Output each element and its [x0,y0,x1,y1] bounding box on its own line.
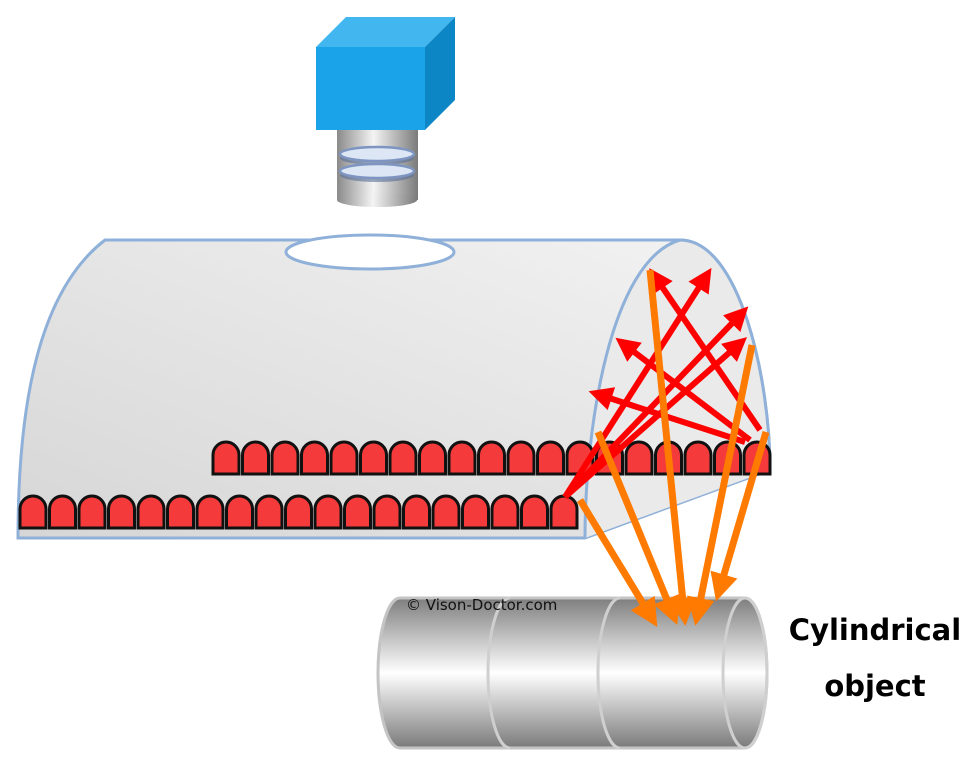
led [343,494,372,530]
led [329,440,359,476]
led [166,494,195,530]
led [418,440,447,476]
led-array [18,440,772,530]
led [225,494,254,530]
led [195,494,225,530]
led [107,494,136,530]
led [624,440,654,476]
ray-reflected [646,269,697,626]
led [48,494,77,530]
led [18,494,48,530]
led [300,440,329,476]
led [490,494,520,530]
dome-aperture [284,233,456,271]
led [506,440,536,476]
led [431,494,461,530]
ray-emitted [563,337,748,500]
led [683,440,713,476]
ray-emitted [615,337,752,443]
led [549,494,579,530]
ray-reflected [577,498,658,627]
led [372,494,402,530]
ray-reflected [687,344,756,626]
led [359,440,388,476]
led [536,440,565,476]
led [313,494,343,530]
object-label: Cylindrical object [780,602,967,714]
ray-emitted [588,387,746,445]
object-label-line1: Cylindrical [788,613,962,647]
led [136,494,166,530]
lens-icon [337,130,418,207]
reflected-rays [577,269,770,627]
led [402,494,431,530]
cylinder-object [376,596,769,750]
led [77,494,107,530]
led [477,440,506,476]
ray-reflected [594,430,680,625]
led [447,440,477,476]
watermark: © Vison-Doctor.com [406,596,558,614]
object-label-line2: object [824,669,926,703]
ray-emitted [562,306,749,500]
led [241,440,270,476]
led [520,494,549,530]
led [284,494,313,530]
led [270,440,300,476]
camera-icon [316,17,455,130]
led [388,440,418,476]
led [254,494,284,530]
emitted-rays [562,267,763,500]
led [461,494,490,530]
ray-reflected [710,431,770,602]
led [211,440,241,476]
